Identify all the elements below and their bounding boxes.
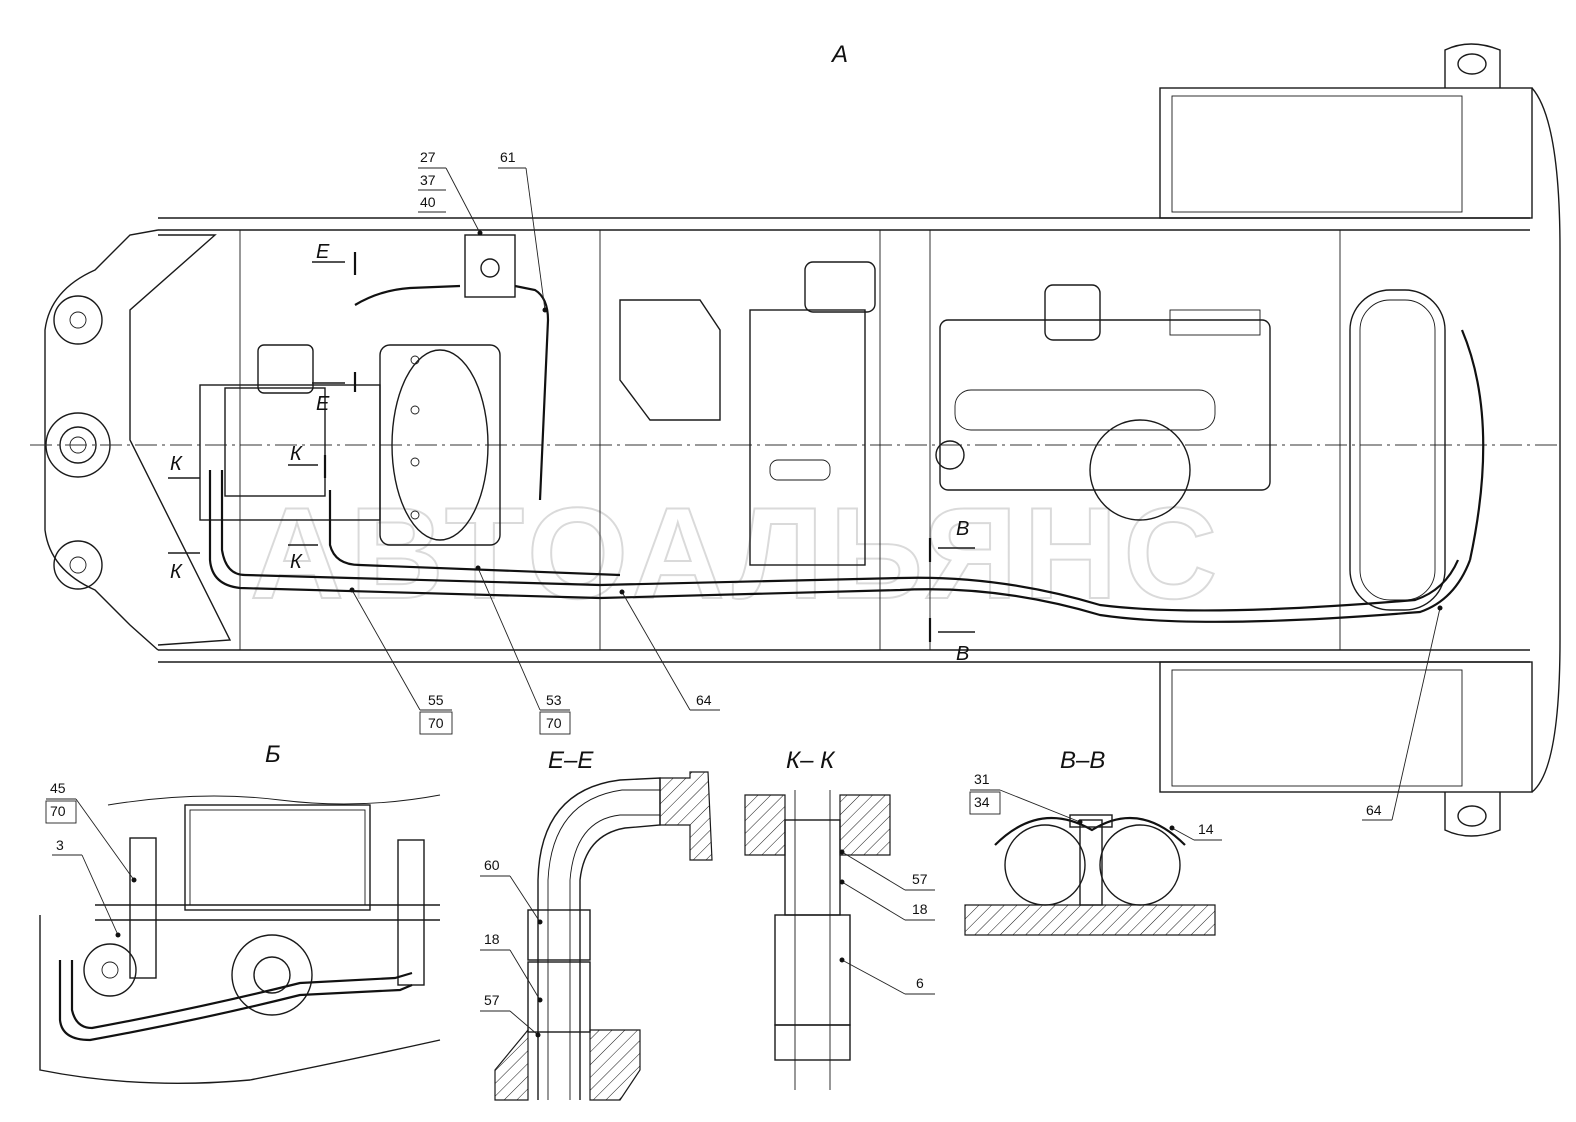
mark-v-bottom: В <box>956 643 969 665</box>
section-ee-title: Е–Е <box>548 747 594 774</box>
svg-text:53: 53 <box>546 692 562 708</box>
svg-text:31: 31 <box>974 771 990 787</box>
svg-text:40: 40 <box>420 194 436 210</box>
mark-k-low: К <box>290 551 303 573</box>
svg-text:64: 64 <box>1366 802 1382 818</box>
section-vv: В–В 31 34 14 <box>964 747 1222 936</box>
svg-text:70: 70 <box>546 715 562 731</box>
svg-text:70: 70 <box>428 715 444 731</box>
mark-e-top: Е <box>316 241 330 263</box>
svg-text:57: 57 <box>484 992 500 1008</box>
callout-27-37-40: 27 37 40 <box>418 149 483 236</box>
callout-31-34: 31 34 <box>969 771 1083 825</box>
svg-text:18: 18 <box>912 901 928 917</box>
svg-text:14: 14 <box>1198 821 1214 837</box>
svg-text:45: 45 <box>50 780 66 796</box>
callout-57-kk: 57 <box>839 849 935 891</box>
mark-e-bottom: Е <box>316 393 330 415</box>
svg-text:61: 61 <box>500 149 516 165</box>
svg-text:3: 3 <box>56 837 64 853</box>
svg-text:6: 6 <box>916 975 924 991</box>
svg-text:60: 60 <box>484 857 500 873</box>
section-kk: К– К 57 18 6 <box>744 747 935 1090</box>
svg-text:64: 64 <box>696 692 712 708</box>
callout-64-mid: 64 <box>619 589 720 711</box>
main-view: А <box>30 41 1561 837</box>
callout-45-70: 45 70 <box>45 780 137 883</box>
view-label-b: Б <box>265 741 281 768</box>
callout-3: 3 <box>52 837 121 938</box>
mark-k-mid: К <box>290 443 303 465</box>
svg-text:34: 34 <box>974 794 990 810</box>
mark-k-left-low: К <box>170 561 183 583</box>
section-ee: Е–Е 60 18 57 <box>480 747 713 1101</box>
svg-text:70: 70 <box>50 803 66 819</box>
svg-text:18: 18 <box>484 931 500 947</box>
callout-64-right: 64 <box>1362 605 1443 821</box>
svg-text:37: 37 <box>420 172 436 188</box>
callout-18-ee: 18 <box>480 931 543 1003</box>
callout-53-70: 53 70 <box>475 565 571 735</box>
callout-61: 61 <box>498 149 548 313</box>
mark-v-top: В <box>956 518 969 540</box>
svg-text:55: 55 <box>428 692 444 708</box>
callout-57-ee: 57 <box>480 992 541 1038</box>
section-kk-title: К– К <box>786 747 836 774</box>
callout-55-70: 55 70 <box>349 587 453 735</box>
callout-18-kk: 18 <box>839 879 935 921</box>
callout-6: 6 <box>839 957 935 995</box>
detail-view-b: Б 45 70 3 <box>39 741 441 1085</box>
watermark: АВТОАЛЬЯНС <box>250 480 1223 626</box>
svg-text:57: 57 <box>912 871 928 887</box>
svg-text:27: 27 <box>420 149 436 165</box>
section-vv-title: В–В <box>1060 747 1105 774</box>
callout-60: 60 <box>480 857 543 925</box>
view-label-a: А <box>830 41 848 68</box>
mark-k-left: К <box>170 453 183 475</box>
callout-14: 14 <box>1169 821 1222 841</box>
